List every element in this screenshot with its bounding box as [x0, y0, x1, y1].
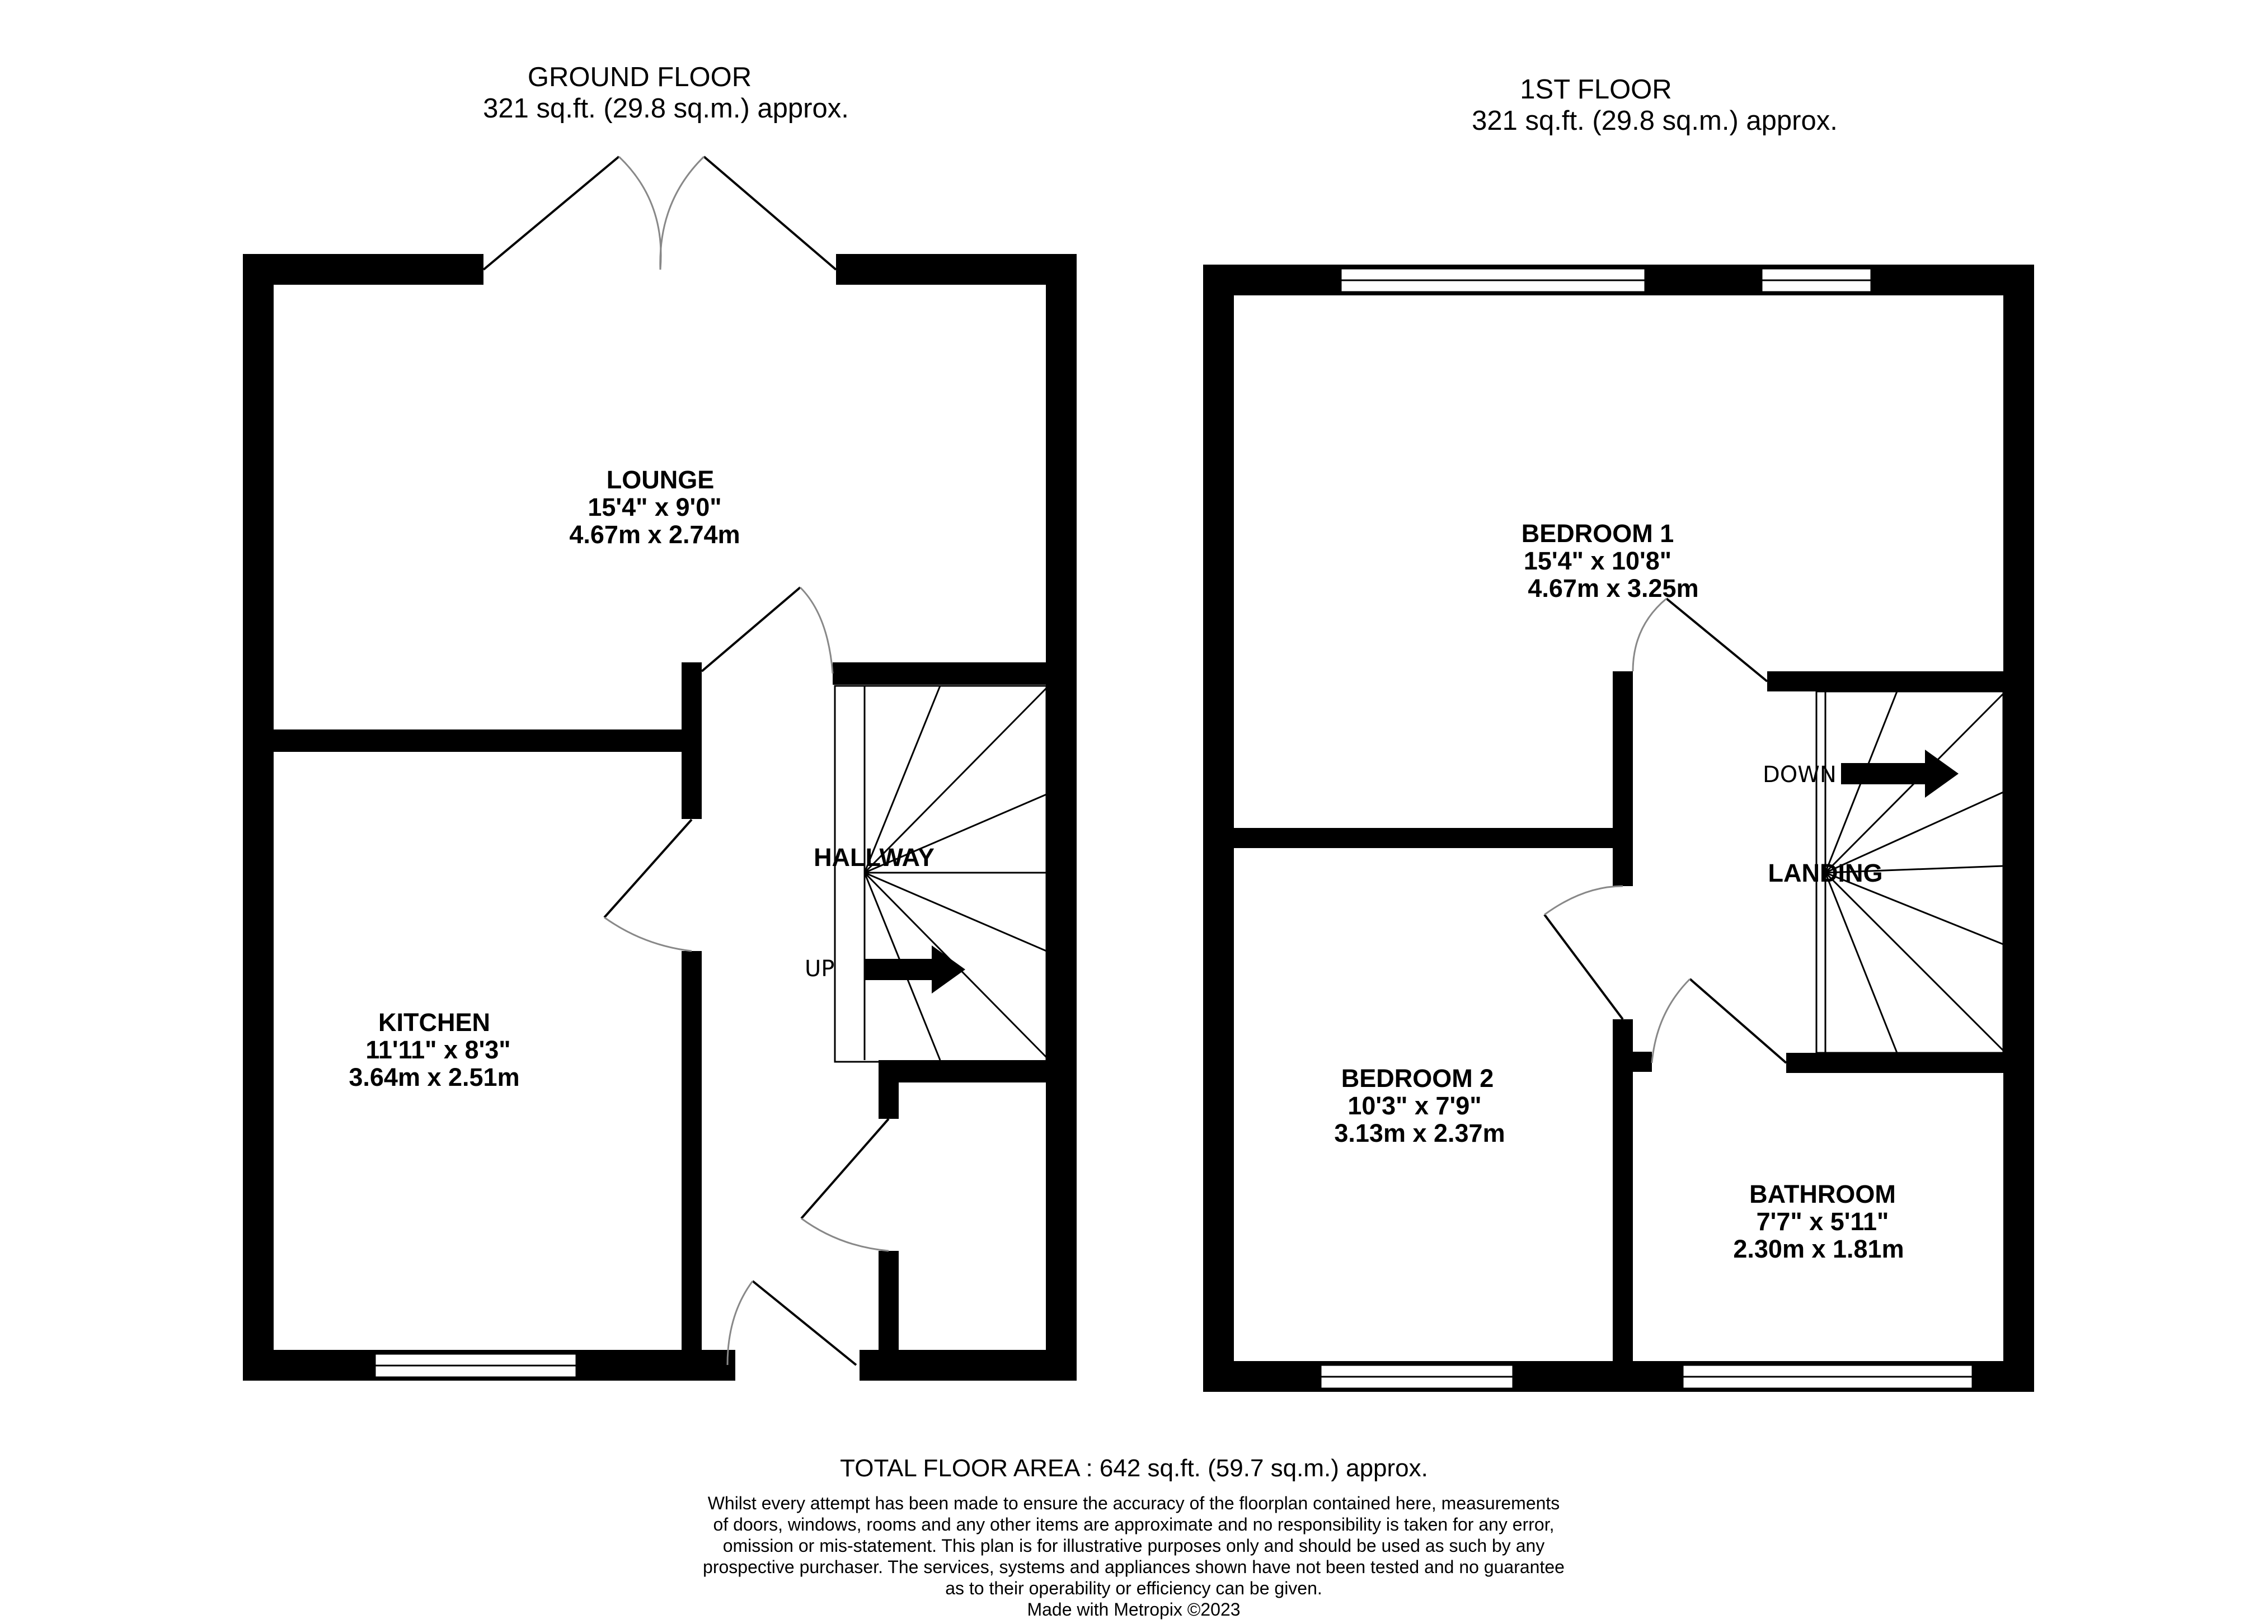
gf-stair-up-arrow-icon	[865, 945, 965, 994]
svg-text:BEDROOM 2: BEDROOM 2	[1341, 1064, 1494, 1093]
ff-wall-landing-upper	[1613, 671, 1633, 886]
svg-text:KITCHEN: KITCHEN	[378, 1008, 490, 1037]
gf-wall-cupboard-stub	[879, 1060, 899, 1119]
ff-stair-down-arrow-icon	[1841, 750, 1959, 798]
gf-wall-left	[243, 254, 274, 1380]
ff-stair-label: DOWN	[1763, 762, 1837, 788]
gf-wall-bottom-right	[860, 1350, 1077, 1381]
svg-text:4.67m x 3.25m: 4.67m x 3.25m	[1528, 574, 1698, 602]
ff-wall-bath-stub	[1613, 1052, 1652, 1072]
gf-lounge-door	[701, 586, 834, 674]
svg-text:HALLWAY: HALLWAY	[814, 843, 935, 872]
disclaimer-line: Whilst every attempt has been made to en…	[707, 1493, 1560, 1513]
svg-text:4.67m x 2.74m: 4.67m x 2.74m	[569, 520, 740, 549]
gf-front-door	[726, 1280, 857, 1366]
ff-bedroom1-door	[1632, 597, 1768, 682]
disclaimer-line: as to their operability or efficiency ca…	[945, 1578, 1322, 1598]
disclaimer-line: prospective purchaser. The services, sys…	[703, 1557, 1565, 1577]
gf-wall-top-left	[243, 254, 483, 285]
svg-text:LOUNGE: LOUNGE	[607, 465, 715, 494]
gf-kitchen-door	[603, 818, 693, 952]
ground-floor-area: 321 sq.ft. (29.8 sq.m.) approx.	[483, 93, 849, 124]
svg-text:BEDROOM 1: BEDROOM 1	[1522, 519, 1674, 548]
ff-bathroom-label: BATHROOM 7'7" x 5'11" 2.30m x 1.81m	[1733, 1180, 1904, 1263]
gf-stair-label: UP	[805, 956, 834, 982]
svg-text:15'4" x 10'8": 15'4" x 10'8"	[1524, 547, 1671, 575]
gf-staircase	[834, 685, 1048, 1063]
gf-wall-stair-top	[833, 662, 1048, 685]
ground-floor-title: GROUND FLOOR	[528, 62, 752, 92]
gf-wall-top-right	[836, 254, 1077, 285]
ff-wall-bed1-bed2	[1234, 828, 1631, 848]
gf-kitchen-label: KITCHEN 11'11" x 8'3" 3.64m x 2.51m	[349, 1008, 519, 1091]
svg-text:LANDING: LANDING	[1768, 859, 1883, 887]
gf-wall-lounge-kitchen	[274, 729, 701, 752]
svg-text:7'7" x 5'11": 7'7" x 5'11"	[1757, 1207, 1889, 1236]
disclaimer-text: Whilst every attempt has been made to en…	[658, 1493, 1609, 1620]
gf-cupboard-door	[800, 1118, 890, 1252]
gf-wall-hall-lower	[682, 951, 702, 1351]
gf-wall-hall-upper	[682, 662, 702, 819]
ground-floor-plan: GROUND FLOOR 321 sq.ft. (29.8 sq.m.) app…	[243, 62, 1077, 1381]
svg-text:11'11" x 8'3": 11'11" x 8'3"	[365, 1035, 510, 1064]
gf-wall-cupboard-top	[879, 1060, 1048, 1082]
first-floor-area: 321 sq.ft. (29.8 sq.m.) approx.	[1472, 106, 1838, 136]
ff-wall-stair-top	[1767, 671, 2005, 691]
svg-text:3.64m x 2.51m: 3.64m x 2.51m	[349, 1063, 519, 1091]
ff-bedroom2-label: BEDROOM 2 10'3" x 7'9" 3.13m x 2.37m	[1334, 1064, 1505, 1147]
disclaimer-line: of doors, windows, rooms and any other i…	[713, 1514, 1555, 1534]
disclaimer-line: omission or mis-statement. This plan is …	[722, 1536, 1545, 1556]
gf-french-doors	[482, 156, 837, 271]
ff-wall-stair-bottom	[1786, 1053, 2005, 1073]
ff-staircase	[1815, 690, 2004, 1054]
gf-wall-right	[1046, 254, 1077, 1380]
ff-wall-left	[1203, 265, 1234, 1391]
total-floor-area: TOTAL FLOOR AREA : 642 sq.ft. (59.7 sq.m…	[840, 1454, 1428, 1482]
ff-bathroom-door	[1651, 978, 1787, 1064]
ff-wall-bed2-bath	[1613, 1019, 1633, 1363]
ff-bedroom2-door	[1543, 885, 1624, 1020]
svg-text:10'3" x 7'9": 10'3" x 7'9"	[1347, 1091, 1481, 1120]
first-floor-title: 1ST FLOOR	[1520, 74, 1671, 105]
svg-text:2.30m x 1.81m: 2.30m x 1.81m	[1733, 1235, 1904, 1263]
svg-text:BATHROOM: BATHROOM	[1749, 1180, 1896, 1208]
credit-text: Made with Metropix ©2023	[1027, 1599, 1241, 1620]
ff-wall-right	[2003, 265, 2034, 1391]
first-floor-plan: 1ST FLOOR 321 sq.ft. (29.8 sq.m.) approx…	[1203, 74, 2034, 1392]
gf-lounge-label: LOUNGE 15'4" x 9'0" 4.67m x 2.74m	[569, 465, 740, 549]
svg-text:3.13m x 2.37m: 3.13m x 2.37m	[1334, 1119, 1505, 1147]
ff-bedroom1-label: BEDROOM 1 15'4" x 10'8" 4.67m x 3.25m	[1522, 519, 1699, 602]
gf-wall-cupboard-lower	[879, 1251, 899, 1352]
svg-text:15'4" x 9'0": 15'4" x 9'0"	[588, 493, 721, 521]
ff-landing-label: LANDING	[1768, 859, 1883, 887]
gf-hallway-label: HALLWAY	[814, 843, 935, 872]
